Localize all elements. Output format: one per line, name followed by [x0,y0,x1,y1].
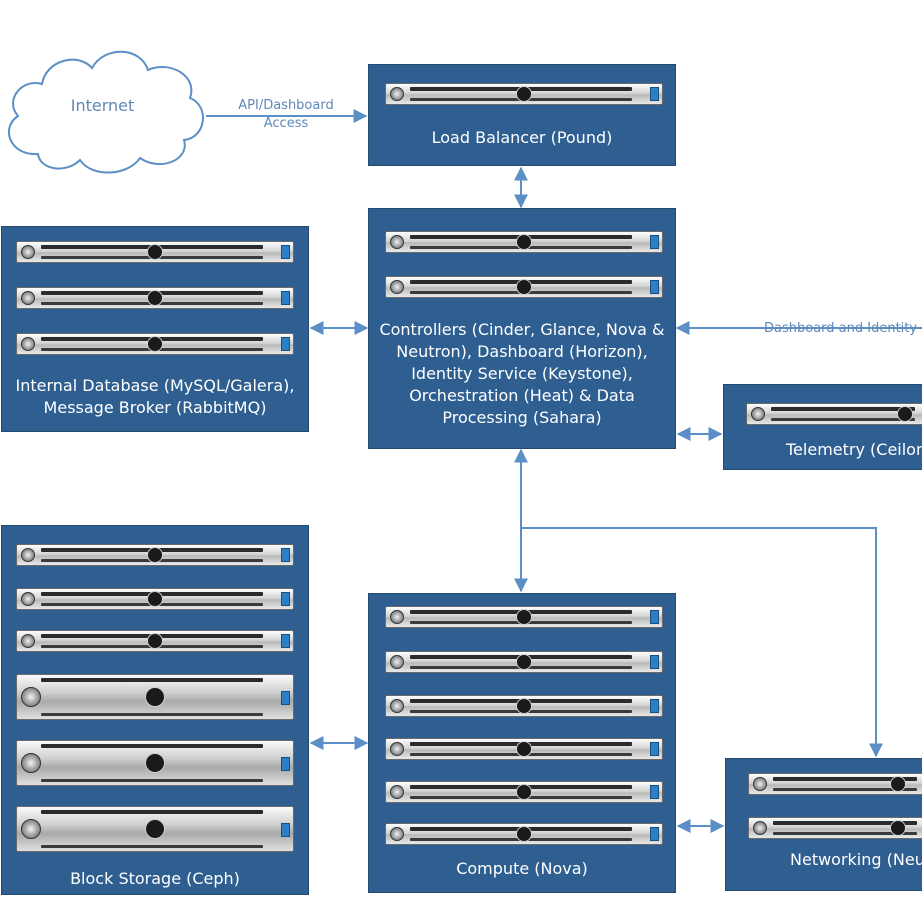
rack-server-icon [16,544,294,566]
controllers-label: Controllers (Cinder, Glance, Nova & Neut… [379,320,665,427]
api-access-label: API/Dashboard Access [238,98,334,131]
rack-server-icon [746,403,922,425]
rack-server-icon [16,588,294,610]
dell-logo-icon [516,86,532,102]
controllers-node: Controllers (Cinder, Glance, Nova & Neut… [368,208,676,449]
storage-server-icon [16,806,294,852]
database-node: Internal Database (MySQL/Galera), Messag… [1,226,309,432]
compute-node: Compute (Nova) [368,593,676,893]
rack-server-icon [385,651,663,673]
rack-server-icon [385,231,663,253]
telemetry-node: Telemetry (Ceilom [723,384,922,470]
dell-logo-icon [516,279,532,295]
networking-label: Networking (Neu [790,850,922,869]
load-balancer-label: Load Balancer (Pound) [431,128,613,147]
rack-server-icon [16,630,294,652]
controllers-networking-link [521,527,883,758]
dell-logo-icon [516,741,532,757]
networking-node: Networking (Neu [725,758,922,891]
storage-server-icon [16,740,294,786]
rack-server-icon [16,241,294,263]
rack-server-icon [385,781,663,803]
dell-logo-icon [147,336,163,352]
rack-server-icon [385,695,663,717]
block-storage-node: Block Storage (Ceph) [1,525,309,895]
dell-logo-icon [516,826,532,842]
dell-logo-icon [516,698,532,714]
rack-server-icon [748,817,922,839]
internet-label: Internet [70,96,135,115]
database-label: Internal Database (MySQL/Galera), Messag… [15,376,295,417]
dell-logo-icon [889,820,906,836]
compute-label: Compute (Nova) [456,859,588,878]
rack-server-icon [16,333,294,355]
dell-logo-icon [889,776,906,792]
dell-logo-icon [145,687,165,707]
dell-logo-icon [147,633,163,649]
dell-logo-icon [147,591,163,607]
dell-logo-icon [516,784,532,800]
rack-server-icon [385,823,663,845]
rack-server-icon [385,83,663,105]
dell-logo-icon [145,819,165,839]
cloud-icon [7,50,204,174]
telemetry-label: Telemetry (Ceilom [786,440,922,459]
dell-logo-icon [516,609,532,625]
rack-server-icon [385,276,663,298]
rack-server-icon [16,287,294,309]
storage-server-icon [16,674,294,720]
rack-server-icon [385,606,663,628]
dell-logo-icon [516,654,532,670]
dashboard-identity-label: Dashboard and Identity Se [764,321,922,336]
dell-logo-icon [897,406,914,422]
block-storage-label: Block Storage (Ceph) [70,869,240,888]
load-balancer-node: Load Balancer (Pound) [368,64,676,166]
dell-logo-icon [145,753,165,773]
dell-logo-icon [147,290,163,306]
rack-server-icon [385,738,663,760]
dell-logo-icon [147,244,163,260]
dell-logo-icon [516,234,532,250]
rack-server-icon [748,773,922,795]
dell-logo-icon [147,547,163,563]
